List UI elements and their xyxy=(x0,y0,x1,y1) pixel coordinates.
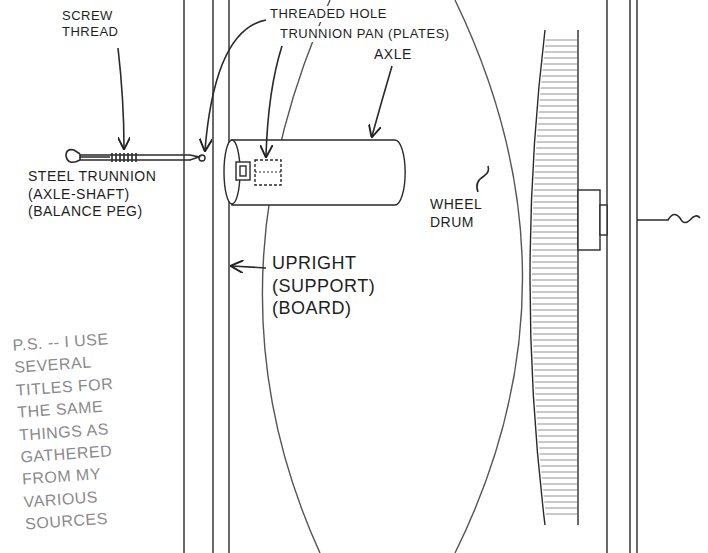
part-label: STEEL TRUNNION (AXLE-SHAFT) (BALANCE PEG… xyxy=(26,168,162,221)
handwritten-note: P.S. -- I USE SEVERAL TITLES FOR THE SAM… xyxy=(10,327,138,536)
part-label: TRUNNION PAN (PLATES) xyxy=(278,26,452,42)
part-label: THREADED HOLE xyxy=(268,6,389,22)
part-label: SCREW THREAD xyxy=(60,8,126,41)
part-label: AXLE xyxy=(372,46,414,64)
part-label: WHEEL DRUM xyxy=(428,196,504,231)
part-label: UPRIGHT (SUPPORT) (BOARD) xyxy=(270,252,378,320)
